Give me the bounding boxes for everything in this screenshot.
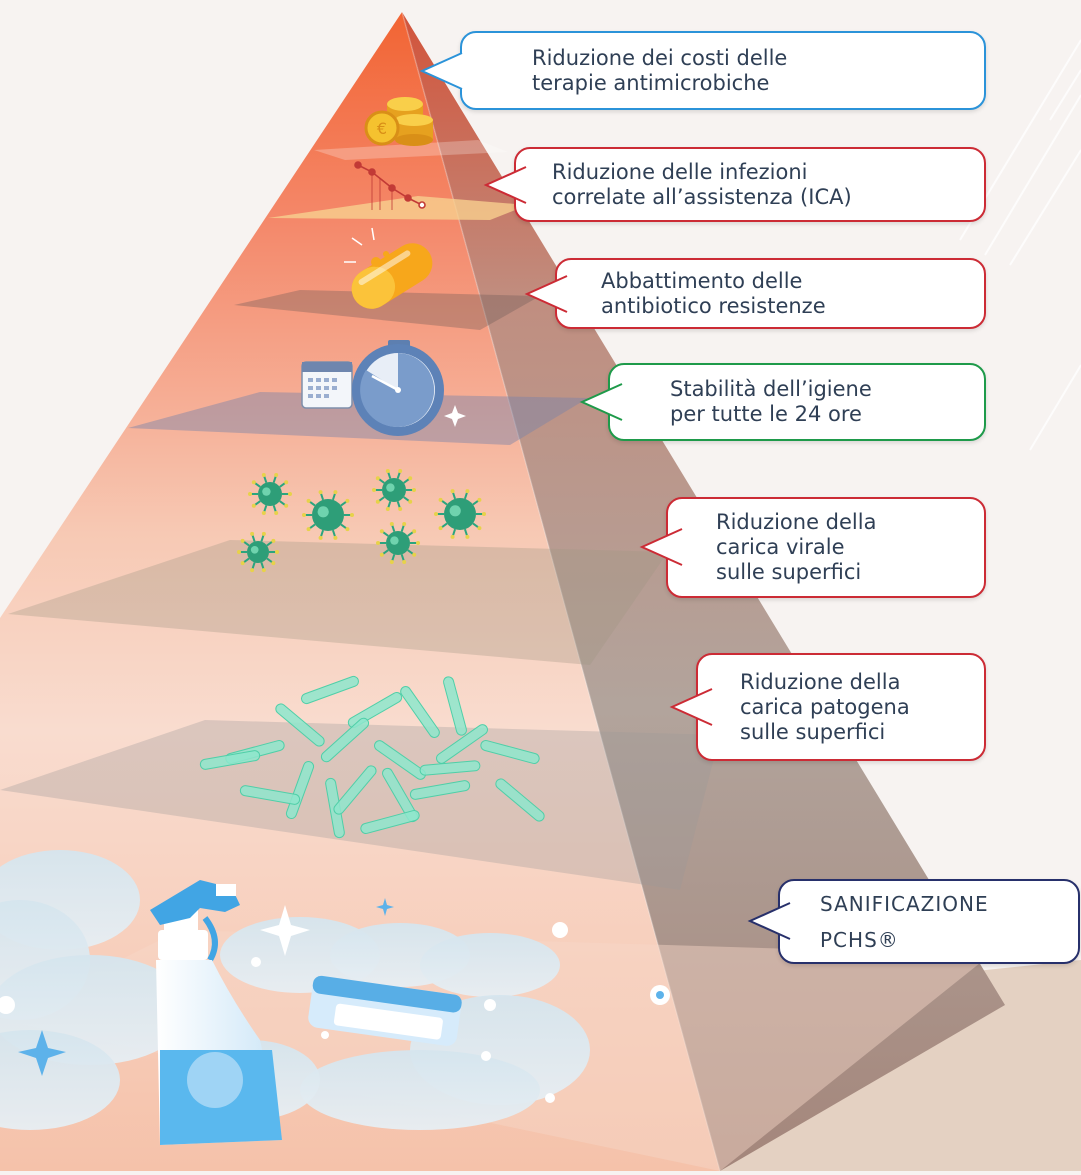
bacterium bbox=[360, 810, 420, 834]
callout-text: SANIFICAZIONE PCHS® bbox=[820, 886, 989, 958]
callout-pointer bbox=[524, 275, 568, 313]
callout-line: Riduzione delle infezioni bbox=[552, 159, 808, 184]
callout-line: Abbattimento delle bbox=[601, 268, 803, 293]
virus-particle bbox=[248, 472, 292, 516]
trend-chart-icon bbox=[354, 161, 426, 210]
callout-pointer bbox=[483, 166, 527, 204]
callout-line: carica virale bbox=[716, 535, 845, 559]
svg-text:€: € bbox=[377, 119, 387, 138]
callout-line: Stabilità dell’igiene bbox=[670, 377, 872, 401]
callout-pointer bbox=[579, 383, 623, 421]
bacterium bbox=[199, 750, 261, 770]
callout-pointer bbox=[639, 528, 683, 566]
bacterium bbox=[301, 675, 359, 705]
callout-line: terapie antimicrobiche bbox=[532, 70, 770, 95]
virus-icon bbox=[237, 468, 486, 573]
bacterium bbox=[436, 724, 488, 764]
bacterium bbox=[239, 785, 301, 805]
bacterium bbox=[333, 765, 377, 815]
bacterium bbox=[480, 740, 540, 764]
bacterium bbox=[443, 676, 467, 736]
bacterium bbox=[400, 686, 440, 738]
callout-line: per tutte le 24 ore bbox=[670, 402, 862, 426]
virus-particle bbox=[372, 468, 416, 512]
bacterium bbox=[275, 703, 325, 747]
sponge-icon bbox=[308, 975, 462, 1046]
bacterium bbox=[419, 760, 481, 776]
capsule-icon bbox=[344, 227, 433, 309]
callout-line: carica patogena bbox=[740, 694, 910, 719]
callout-line: Riduzione della bbox=[740, 669, 901, 694]
spray-bottle-icon bbox=[150, 880, 282, 1145]
virus-particle bbox=[302, 490, 354, 540]
callout-base: SANIFICAZIONE PCHS® bbox=[747, 879, 1080, 964]
callout-line: PCHS® bbox=[820, 927, 899, 952]
bacterium bbox=[320, 717, 370, 763]
bacterium bbox=[374, 740, 426, 780]
callout-pointer bbox=[747, 902, 791, 940]
callout-line: sulle superfici bbox=[740, 719, 886, 744]
callout-line: sulle superfici bbox=[716, 560, 862, 584]
callout-line: SANIFICAZIONE bbox=[820, 891, 989, 916]
callout-line: correlate all’assistenza (ICA) bbox=[552, 184, 852, 209]
bacterium bbox=[409, 780, 471, 800]
callout-line: Riduzione dei costi delle bbox=[532, 45, 788, 70]
callout-pointer bbox=[669, 688, 713, 726]
stopwatch-calendar-icon bbox=[301, 340, 444, 436]
bacteria-icon bbox=[199, 675, 545, 839]
virus-particle bbox=[237, 531, 279, 573]
coins-icon: € bbox=[364, 97, 433, 146]
pyramid-bands bbox=[0, 140, 990, 1171]
callout-pointer bbox=[419, 52, 463, 90]
sparkles bbox=[0, 405, 670, 1103]
foam-clouds bbox=[0, 850, 590, 1130]
callout-line: antibiotico resistenze bbox=[601, 293, 826, 318]
virus-particle bbox=[376, 521, 420, 565]
bacterium bbox=[495, 778, 545, 822]
virus-particle bbox=[434, 489, 486, 539]
pyramid-left-face bbox=[0, 12, 720, 1171]
callout-line: Riduzione della bbox=[716, 510, 877, 534]
